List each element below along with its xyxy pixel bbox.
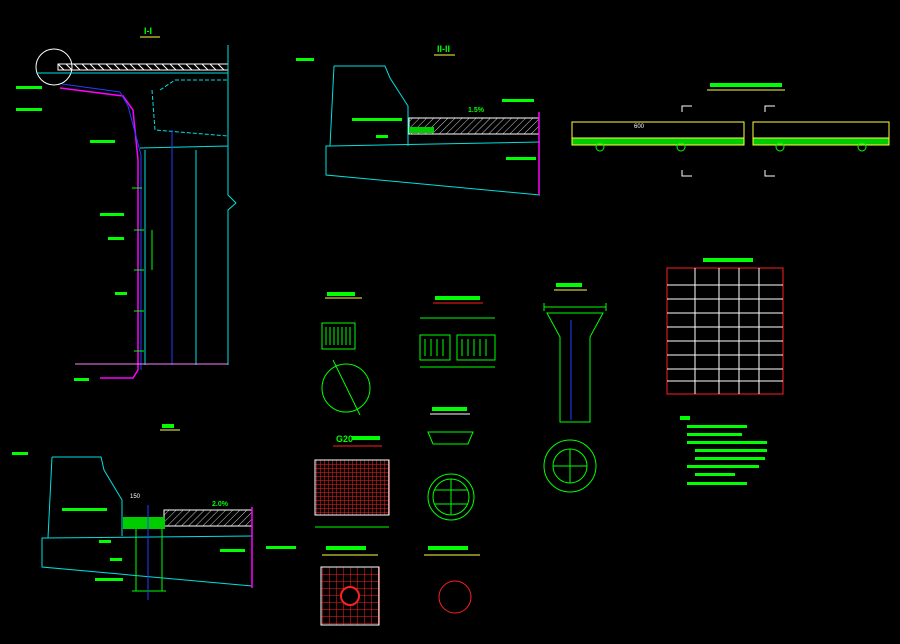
rebar-layout-square xyxy=(320,546,380,626)
slope-label-top: 1.5% xyxy=(468,107,485,114)
grate-plan-detail xyxy=(419,296,496,368)
mesh-grid xyxy=(314,459,390,516)
material-quantity-table: 8 xyxy=(666,258,784,395)
section-2-2-title: II-II xyxy=(437,44,450,54)
slope-label-bottom: 2.0% xyxy=(212,501,229,508)
drain-plan-view: 600 xyxy=(571,83,890,177)
section-2-2-view: II-II 1.5% xyxy=(296,44,541,196)
section-1-1-view: I-I xyxy=(16,26,237,381)
general-notes xyxy=(680,416,767,485)
detail-callout-circle xyxy=(35,48,73,86)
grate-cover-detail xyxy=(427,407,475,521)
mesh-title-code: G20 xyxy=(336,434,353,444)
grate-detail xyxy=(321,292,371,416)
rebar-layout-circle xyxy=(424,546,480,614)
plan-dim-label: 600 xyxy=(634,124,645,130)
reinforcement-mesh-detail: G20 xyxy=(314,434,390,528)
inlet-pipe-detail xyxy=(543,283,607,493)
outlet-section-view: 2.0% 150 xyxy=(12,424,296,600)
section-1-1-title: I-I xyxy=(144,26,152,36)
outlet-dim-label: 150 xyxy=(130,494,141,500)
drain-slot xyxy=(409,127,434,133)
